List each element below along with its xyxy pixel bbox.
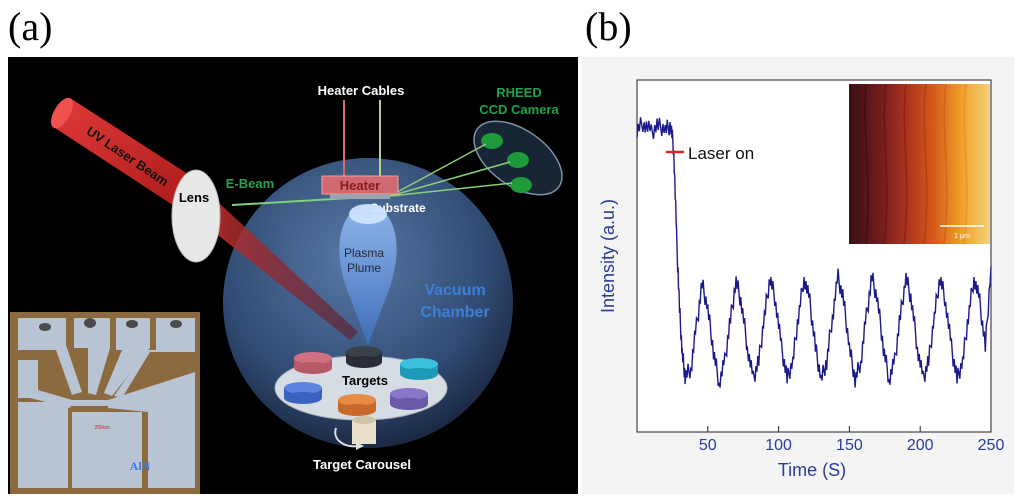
inset-scale-text: 200nm [94, 425, 109, 431]
carousel-shaft-top [352, 416, 376, 424]
x-axis-label: Time (S) [778, 460, 846, 480]
x-tick-label: 250 [978, 437, 1005, 454]
lens-label: Lens [179, 190, 209, 205]
device-micrograph-inset: 200nm AlN [10, 312, 200, 494]
target-orange [338, 394, 376, 416]
laser-beam-end [51, 97, 73, 129]
target-purple [390, 388, 428, 410]
rheed-spot-3 [510, 177, 532, 193]
x-tick-label: 150 [836, 437, 863, 454]
x-tick-label: 100 [765, 437, 792, 454]
plume-top [349, 204, 387, 224]
target-cyan [400, 358, 438, 380]
target-carousel-label: Target Carousel [313, 457, 411, 472]
panel-b: 50 100 150 200 250 Time (S) Intensity (a.u.)… [582, 57, 1014, 494]
diffraction-line-3 [389, 182, 513, 197]
plasma-plume [339, 215, 397, 345]
laser-on-annotation: Laser on [688, 144, 754, 163]
targets-label: Targets [342, 373, 388, 388]
stm-inset: 1 µm [849, 83, 990, 245]
intensity-series-line [636, 117, 992, 388]
vacuum-label-line1: Vacuum [424, 282, 485, 299]
stm-scale-text: 1 µm [954, 233, 970, 240]
rheed-label-line1: RHEED [496, 85, 542, 100]
stm-image [849, 84, 990, 244]
rheed-label-line2: CCD Camera [479, 102, 559, 117]
plasma-label-line1: Plasma [344, 246, 384, 260]
e-beam-label: E-Beam [226, 176, 274, 191]
plasma-label-line2: Plume [347, 261, 381, 275]
heater-label: Heater [340, 178, 380, 193]
x-tick-label: 50 [699, 437, 717, 454]
rheed-spot-2 [507, 152, 529, 168]
diffraction-line-1 [389, 143, 487, 197]
x-axis-ticks: 50 100 150 200 250 [699, 426, 1005, 454]
x-tick-label: 200 [907, 437, 934, 454]
target-red [294, 352, 332, 374]
panel-a: Heater Cables RHEED CCD Camera E-Beam He… [8, 57, 578, 494]
target-blue [284, 382, 322, 404]
lens [171, 169, 221, 263]
uv-laser-beam [55, 98, 205, 215]
rotation-arrow-head [356, 442, 364, 450]
rheed-spot-1 [481, 133, 503, 149]
focused-laser-cone [205, 190, 358, 340]
heater-cables-label: Heater Cables [318, 83, 405, 98]
y-axis-label: Intensity (a.u.) [598, 199, 618, 313]
panel-b-letter: (b) [585, 4, 632, 49]
vacuum-label-line2: Chamber [420, 304, 489, 321]
aln-label: AlN [130, 459, 151, 473]
substrate-plate [330, 194, 390, 199]
panel-a-letter: (a) [8, 4, 52, 49]
rotation-arrow [334, 427, 359, 448]
target-dark [346, 346, 382, 368]
diffraction-line-2 [389, 161, 511, 197]
